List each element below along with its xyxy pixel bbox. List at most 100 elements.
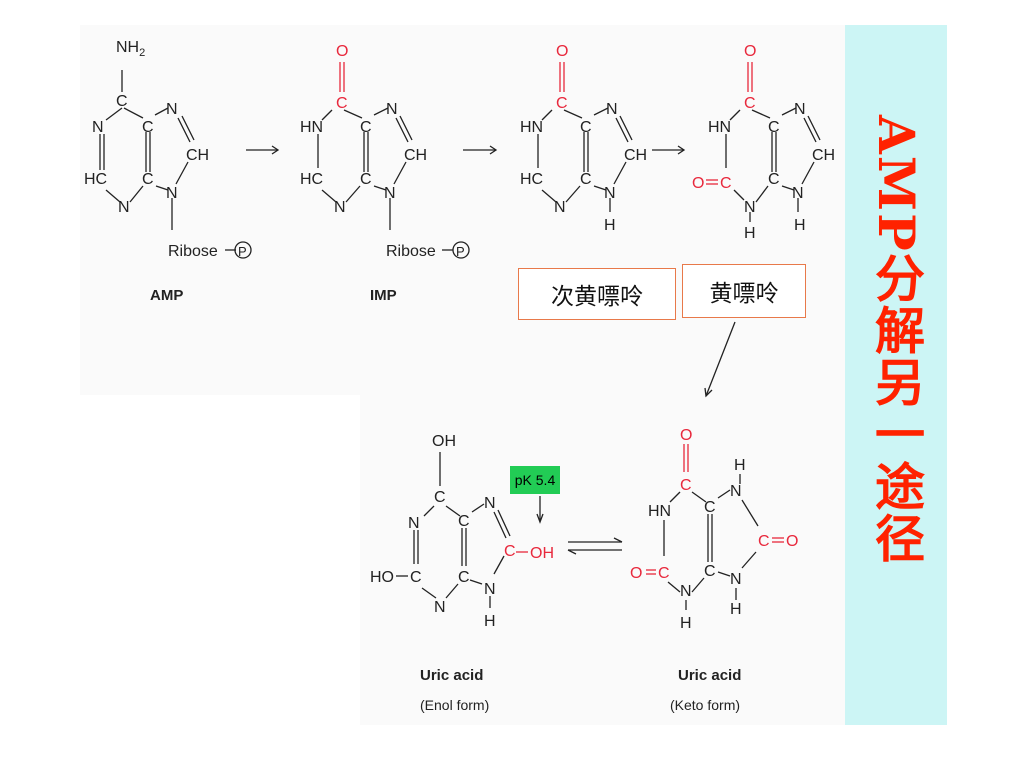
atom-label: N	[606, 101, 618, 118]
atom-label: HN	[300, 119, 323, 136]
atom-label: C	[116, 93, 128, 110]
atom-label: N	[604, 185, 616, 202]
atom-label-red: C	[504, 543, 516, 560]
atom-label-red: O	[786, 533, 798, 550]
hypoxanthine-label: 次黄嘌呤	[518, 268, 676, 320]
reaction-arrows	[246, 145, 736, 555]
atom-label: HN	[708, 119, 731, 136]
atom-label-red: C	[336, 95, 348, 112]
atom-label: H	[680, 615, 692, 632]
amp-ribose-label: Ribose	[168, 243, 218, 260]
atom-label: N	[794, 101, 806, 118]
atom-label: C	[580, 119, 592, 136]
pk-badge: pK 5.4	[510, 466, 560, 494]
uric-keto-form: (Keto form)	[670, 697, 740, 713]
atom-label: HN	[648, 503, 671, 520]
amp-phosphate-circle	[234, 241, 252, 259]
atom-label: H	[794, 217, 806, 234]
atom-label: C	[580, 171, 592, 188]
atom-label: CH	[624, 147, 647, 164]
atom-label: C	[410, 569, 422, 586]
atom-label: HN	[520, 119, 543, 136]
atom-label: N	[484, 495, 496, 512]
atom-label-red: C	[658, 565, 670, 582]
uric-enol-name: Uric acid	[420, 667, 483, 684]
atom-label: CH	[404, 147, 427, 164]
side-title: AMP分解另一途径	[867, 115, 926, 565]
atom-label: OH	[432, 433, 456, 450]
atom-label-red: O	[556, 43, 568, 60]
atom-label: N	[434, 599, 446, 616]
atom-label: H	[734, 457, 746, 474]
atom-label: H	[604, 217, 616, 234]
atom-label: N	[386, 101, 398, 118]
bottom-figure-bg	[360, 395, 845, 725]
atom-label-red: C	[758, 533, 770, 550]
atom-label: N	[118, 199, 130, 216]
atom-label-red: C	[744, 95, 756, 112]
amp-phosphate-label: P	[238, 244, 247, 259]
atom-label: N	[166, 185, 178, 202]
atom-label-red: OH	[530, 545, 554, 562]
atom-label-red: O	[336, 43, 348, 60]
atom-label-red: C	[720, 175, 732, 192]
atom-label: N	[484, 581, 496, 598]
atom-label: CH	[812, 147, 835, 164]
atom-label: C	[458, 569, 470, 586]
atom-label: C	[142, 171, 154, 188]
atom-label-red: C	[556, 95, 568, 112]
atom-label-red: O	[744, 43, 756, 60]
atom-label: CH	[186, 147, 209, 164]
atom-label: HC	[300, 171, 323, 188]
blank-area	[85, 395, 360, 725]
uric-enol-form: (Enol form)	[420, 697, 489, 713]
atom-label-red: C	[680, 477, 692, 494]
atom-label-red: O	[680, 427, 692, 444]
atom-label: H	[484, 613, 496, 630]
atom-label: N	[744, 199, 756, 216]
side-panel	[845, 25, 947, 725]
atom-label: N	[792, 185, 804, 202]
atom-label: N	[334, 199, 346, 216]
atom-label: C	[458, 513, 470, 530]
atom-label: HC	[520, 171, 543, 188]
top-figure-bg	[80, 25, 845, 395]
imp-name: IMP	[370, 287, 397, 304]
imp-phosphate-circle	[452, 241, 470, 259]
atom-label-red: O	[692, 175, 704, 192]
atom-label: C	[360, 119, 372, 136]
amp-structure	[99, 70, 236, 251]
imp-ribose-label: Ribose	[386, 243, 436, 260]
atom-label: N	[92, 119, 104, 136]
atom-label: H	[730, 601, 742, 618]
xanthine-label: 黄嘌呤	[682, 264, 806, 318]
uric-keto-name: Uric acid	[678, 667, 741, 684]
atom-label: N	[408, 515, 420, 532]
atom-label: HO	[370, 569, 394, 586]
atom-label: N	[680, 583, 692, 600]
atom-label: HC	[84, 171, 107, 188]
atom-label: N	[730, 483, 742, 500]
imp-structure	[317, 62, 453, 251]
atom-label: C	[360, 171, 372, 188]
atom-label: C	[434, 489, 446, 506]
atom-label: N	[166, 101, 178, 118]
xanthine-structure	[706, 62, 821, 222]
atom-label: C	[768, 171, 780, 188]
amp-name: AMP	[150, 287, 183, 304]
atom-label-red: O	[630, 565, 642, 582]
atom-label: N	[554, 199, 566, 216]
atom-label: N	[384, 185, 396, 202]
atom-label: C	[142, 119, 154, 136]
uric-enol-structure	[396, 452, 541, 608]
uric-keto-structure	[646, 444, 784, 610]
imp-phosphate-label: P	[456, 244, 465, 259]
hypoxanthine-structure	[537, 62, 633, 212]
atom-label: N	[730, 571, 742, 588]
amp-nh2-label: NH2	[116, 39, 145, 59]
atom-label: C	[704, 499, 716, 516]
atom-label: H	[744, 225, 756, 242]
atom-label: C	[704, 563, 716, 580]
